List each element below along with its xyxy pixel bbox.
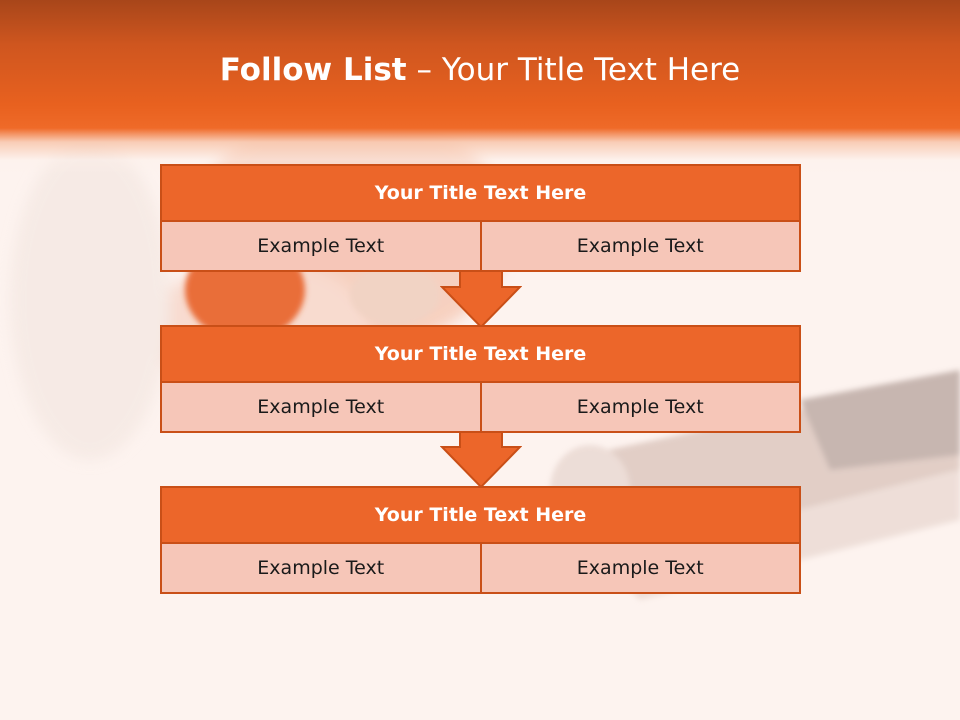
- step-block-1: Your Title Text Here Example Text Exampl…: [160, 164, 801, 272]
- step-cell-left: Example Text: [160, 383, 482, 433]
- down-arrow-icon: [440, 431, 522, 489]
- header-band: [0, 0, 960, 175]
- step-cell-right: Example Text: [481, 222, 801, 272]
- step-cell-right: Example Text: [481, 544, 801, 594]
- step-row: Example Text Example Text: [160, 544, 801, 594]
- slide-title-bold: Follow List: [219, 52, 407, 88]
- step-cell-right: Example Text: [481, 383, 801, 433]
- down-arrow-icon: [440, 271, 522, 329]
- step-block-2: Your Title Text Here Example Text Exampl…: [160, 325, 801, 433]
- slide-title-rest: – Your Title Text Here: [406, 52, 741, 88]
- slide-title: Follow List – Your Title Text Here: [0, 52, 960, 88]
- step-cell-left: Example Text: [160, 222, 482, 272]
- step-row: Example Text Example Text: [160, 222, 801, 272]
- step-row: Example Text Example Text: [160, 383, 801, 433]
- step-cell-left: Example Text: [160, 544, 482, 594]
- step-title: Your Title Text Here: [160, 325, 801, 383]
- step-title: Your Title Text Here: [160, 486, 801, 544]
- step-block-3: Your Title Text Here Example Text Exampl…: [160, 486, 801, 594]
- step-title: Your Title Text Here: [160, 164, 801, 222]
